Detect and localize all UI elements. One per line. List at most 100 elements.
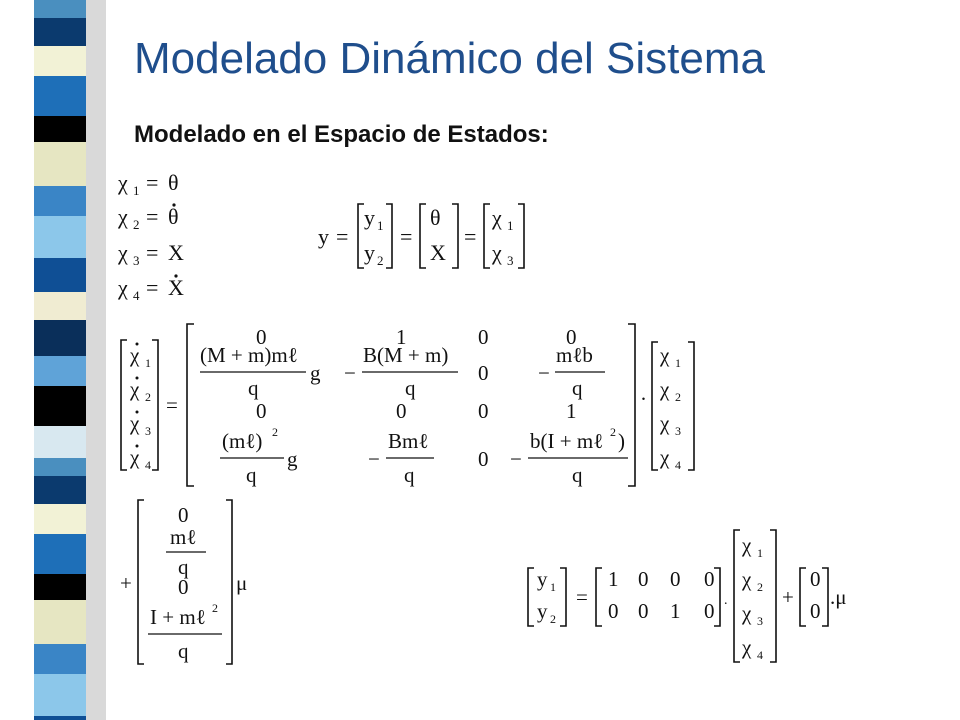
stripe-block	[34, 534, 86, 574]
svg-text:1: 1	[670, 599, 681, 623]
svg-text:X: X	[430, 240, 446, 265]
svg-text:Bmℓ: Bmℓ	[388, 429, 428, 453]
svg-text:+: +	[782, 585, 794, 609]
svg-text:2: 2	[675, 390, 681, 404]
svg-text:μ: μ	[236, 571, 247, 595]
svg-text:3: 3	[507, 253, 514, 268]
svg-text:g: g	[310, 361, 321, 385]
svg-text:χ: χ	[491, 205, 502, 230]
svg-text:1: 1	[377, 218, 384, 233]
svg-text:=: =	[336, 224, 348, 249]
svg-text:χ: χ	[659, 411, 670, 435]
svg-text:0: 0	[638, 599, 649, 623]
svg-text:χ: χ	[117, 275, 128, 300]
svg-text:1: 1	[507, 218, 514, 233]
svg-text:y: y	[537, 567, 548, 591]
svg-text:0: 0	[256, 399, 267, 423]
svg-text:1: 1	[145, 356, 151, 370]
svg-text:.: .	[724, 593, 728, 608]
svg-text:0: 0	[704, 567, 715, 591]
svg-text:g: g	[287, 447, 298, 471]
svg-text:(mℓ): (mℓ)	[222, 429, 262, 453]
output-equation: y = y 1 y 2 = θ X = χ 1 χ 3	[318, 203, 525, 269]
stripe-block	[34, 386, 86, 426]
svg-text:3: 3	[675, 424, 681, 438]
def-4: χ 4 = X	[117, 274, 184, 303]
svg-text:q: q	[178, 555, 189, 579]
stripe-block	[34, 674, 86, 716]
svg-text:1: 1	[550, 580, 556, 594]
stripe-block	[34, 476, 86, 504]
svg-text:χ: χ	[491, 240, 502, 265]
stripe-block	[34, 46, 86, 76]
svg-text:χ: χ	[129, 445, 140, 469]
def-3: χ 3 = X	[117, 240, 184, 268]
svg-text:1: 1	[608, 567, 619, 591]
svg-text:y: y	[318, 224, 329, 249]
svg-text:(M + m)mℓ: (M + m)mℓ	[200, 343, 298, 367]
svg-text:): )	[618, 429, 625, 453]
svg-text:0: 0	[810, 567, 821, 591]
svg-text:=: =	[464, 224, 476, 249]
svg-text:0: 0	[566, 325, 577, 349]
svg-text:2: 2	[145, 390, 151, 404]
svg-text:2: 2	[133, 217, 140, 232]
svg-text:q: q	[405, 376, 416, 400]
stripe-block	[34, 458, 86, 476]
svg-text:4: 4	[145, 458, 151, 472]
svg-text:y: y	[364, 240, 375, 265]
stripe-block	[34, 142, 86, 186]
svg-text:B(M + m): B(M + m)	[363, 343, 448, 367]
svg-text:4: 4	[757, 648, 763, 662]
stripe-block	[34, 644, 86, 674]
svg-text:0: 0	[256, 325, 267, 349]
stripe-block	[34, 18, 86, 46]
svg-text:θ: θ	[168, 204, 179, 229]
svg-text:4: 4	[133, 288, 140, 303]
svg-text:=: =	[166, 393, 178, 417]
svg-text:2: 2	[757, 580, 763, 594]
svg-text:=: =	[146, 204, 158, 229]
svg-text:χ: χ	[129, 411, 140, 435]
svg-text:=: =	[146, 275, 158, 300]
svg-text:χ: χ	[117, 170, 128, 195]
svg-text:θ: θ	[430, 205, 441, 230]
svg-text:3: 3	[133, 253, 140, 268]
svg-text:1: 1	[675, 356, 681, 370]
svg-text:·: ·	[640, 387, 647, 411]
decorative-stripe	[34, 0, 106, 720]
svg-text:0: 0	[178, 503, 189, 527]
svg-text:1: 1	[133, 183, 140, 198]
stripe-block	[34, 716, 86, 720]
svg-text:b(I + mℓ: b(I + mℓ	[530, 429, 603, 453]
stripe-block	[34, 116, 86, 142]
svg-text:=: =	[146, 240, 158, 265]
svg-text:χ: χ	[117, 240, 128, 265]
svg-text:−: −	[538, 361, 550, 385]
svg-text:χ: χ	[659, 377, 670, 401]
svg-text:2: 2	[550, 612, 556, 626]
svg-text:2: 2	[377, 253, 384, 268]
stripe-block	[34, 426, 86, 458]
slide-subtitle: Modelado en el Espacio de Estados:	[134, 121, 549, 148]
stripe-block	[34, 76, 86, 116]
svg-text:χ: χ	[741, 567, 752, 591]
svg-text:0: 0	[478, 399, 489, 423]
svg-text:χ: χ	[129, 377, 140, 401]
stripe-block	[34, 292, 86, 320]
svg-text:0: 0	[178, 575, 189, 599]
svg-text:0: 0	[396, 399, 407, 423]
svg-text:q: q	[248, 376, 259, 400]
stripe-block	[34, 356, 86, 386]
svg-text:−: −	[510, 447, 522, 471]
svg-text:3: 3	[757, 614, 763, 628]
svg-text:1: 1	[566, 399, 577, 423]
svg-text:2: 2	[212, 601, 218, 615]
svg-text:X: X	[168, 240, 184, 265]
stripe-block	[34, 216, 86, 258]
stripe-block	[34, 600, 86, 644]
stripe-shadow	[86, 0, 106, 720]
svg-text:y: y	[537, 599, 548, 623]
